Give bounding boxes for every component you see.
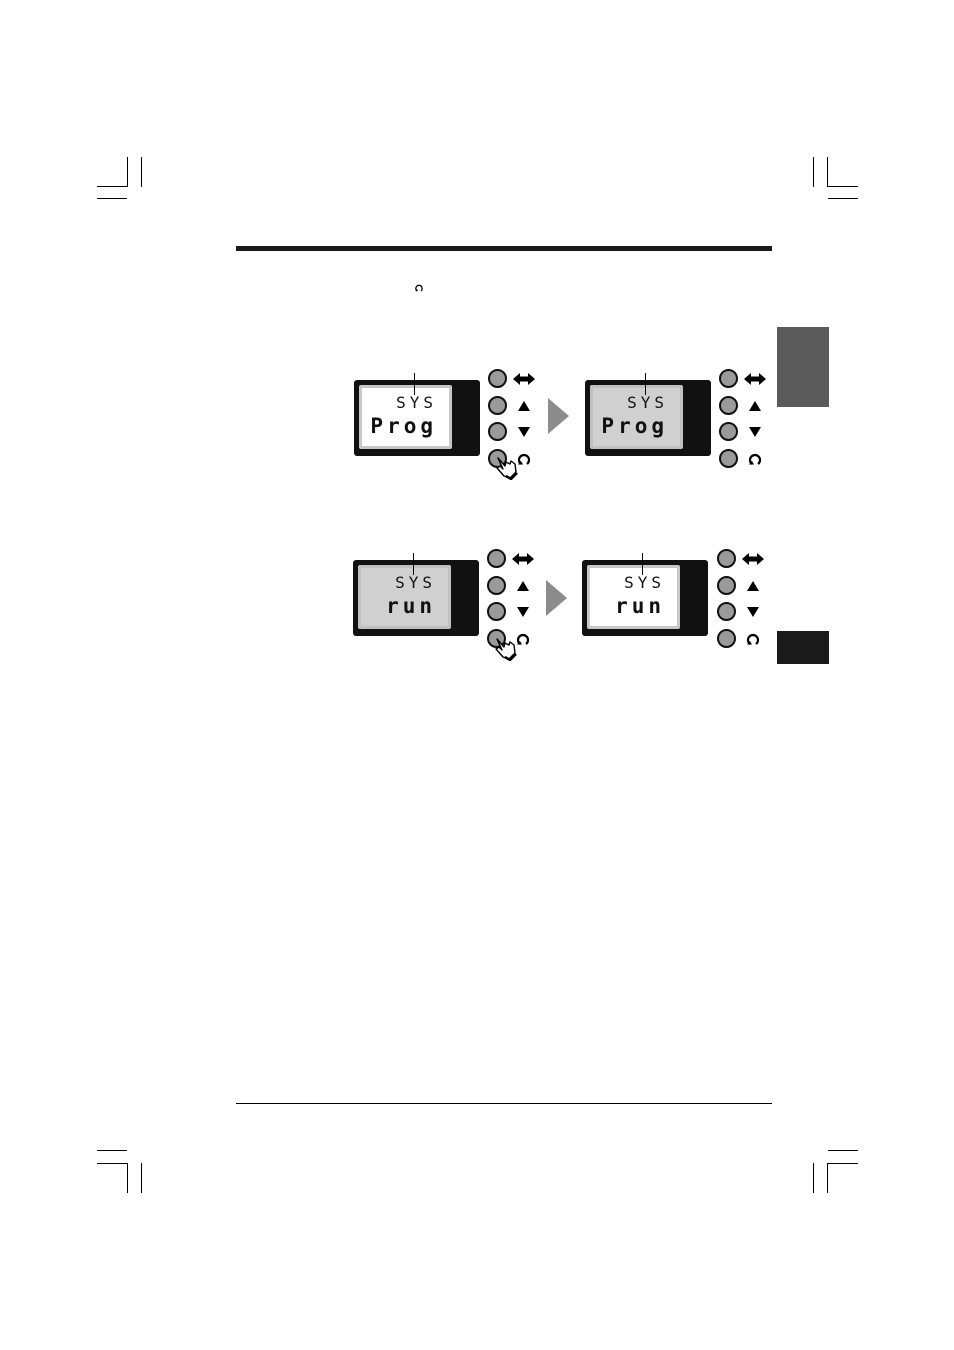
keypad <box>487 548 541 648</box>
enter-button[interactable] <box>719 449 738 468</box>
lcd-line-1: SYS <box>627 395 668 411</box>
up-button[interactable] <box>717 576 736 595</box>
left-right-arrow-icon <box>511 550 535 568</box>
up-triangle-icon <box>741 577 765 595</box>
lcd-line-2: Prog <box>370 416 437 437</box>
keypad <box>488 368 542 468</box>
section-tab <box>777 631 829 664</box>
down-triangle-icon <box>512 423 536 441</box>
mode-button[interactable] <box>717 549 736 568</box>
up-button[interactable] <box>719 396 738 415</box>
pointing-hand-icon <box>494 454 520 480</box>
down-triangle-icon <box>741 603 765 621</box>
lcd-line-2: run <box>615 596 665 617</box>
controller-display: SYS Prog <box>585 380 711 456</box>
left-right-arrow-icon <box>512 370 536 388</box>
footer-rule <box>236 1103 772 1104</box>
leader-line <box>414 373 415 395</box>
mode-button[interactable] <box>487 549 506 568</box>
header-rule <box>236 246 772 251</box>
down-button[interactable] <box>719 422 738 441</box>
down-triangle-icon <box>511 603 535 621</box>
mode-button[interactable] <box>719 369 738 388</box>
lcd-screen: SYS Prog <box>590 385 683 449</box>
up-triangle-icon <box>511 577 535 595</box>
lcd-line-1: SYS <box>624 575 665 591</box>
cycle-arrow-icon <box>414 283 424 293</box>
pointing-hand-icon <box>493 635 519 661</box>
down-button[interactable] <box>717 602 736 621</box>
left-right-arrow-icon <box>743 370 767 388</box>
keypad <box>717 548 771 648</box>
up-button[interactable] <box>488 396 507 415</box>
cycle-arrow-icon <box>741 630 765 648</box>
controller-display: SYS run <box>353 560 479 636</box>
lcd-screen: SYS run <box>358 565 451 629</box>
lcd-line-1: SYS <box>396 395 437 411</box>
leader-line <box>645 373 646 395</box>
leader-line <box>413 553 414 575</box>
mode-button[interactable] <box>488 369 507 388</box>
left-right-arrow-icon <box>741 550 765 568</box>
next-step-arrow <box>548 398 569 434</box>
leader-line <box>642 553 643 575</box>
controller-display: SYS Prog <box>354 380 480 456</box>
controller-display: SYS run <box>582 560 708 636</box>
up-triangle-icon <box>743 397 767 415</box>
down-triangle-icon <box>743 423 767 441</box>
next-step-arrow <box>546 580 567 616</box>
lcd-line-1: SYS <box>395 575 436 591</box>
cycle-arrow-icon <box>743 450 767 468</box>
lcd-screen: SYS run <box>587 565 680 629</box>
lcd-screen: SYS Prog <box>359 385 452 449</box>
keypad <box>719 368 773 468</box>
enter-button[interactable] <box>717 629 736 648</box>
down-button[interactable] <box>487 602 506 621</box>
down-button[interactable] <box>488 422 507 441</box>
up-button[interactable] <box>487 576 506 595</box>
lcd-line-2: Prog <box>601 416 668 437</box>
chapter-tab <box>777 327 829 407</box>
lcd-line-2: run <box>386 596 436 617</box>
up-triangle-icon <box>512 397 536 415</box>
